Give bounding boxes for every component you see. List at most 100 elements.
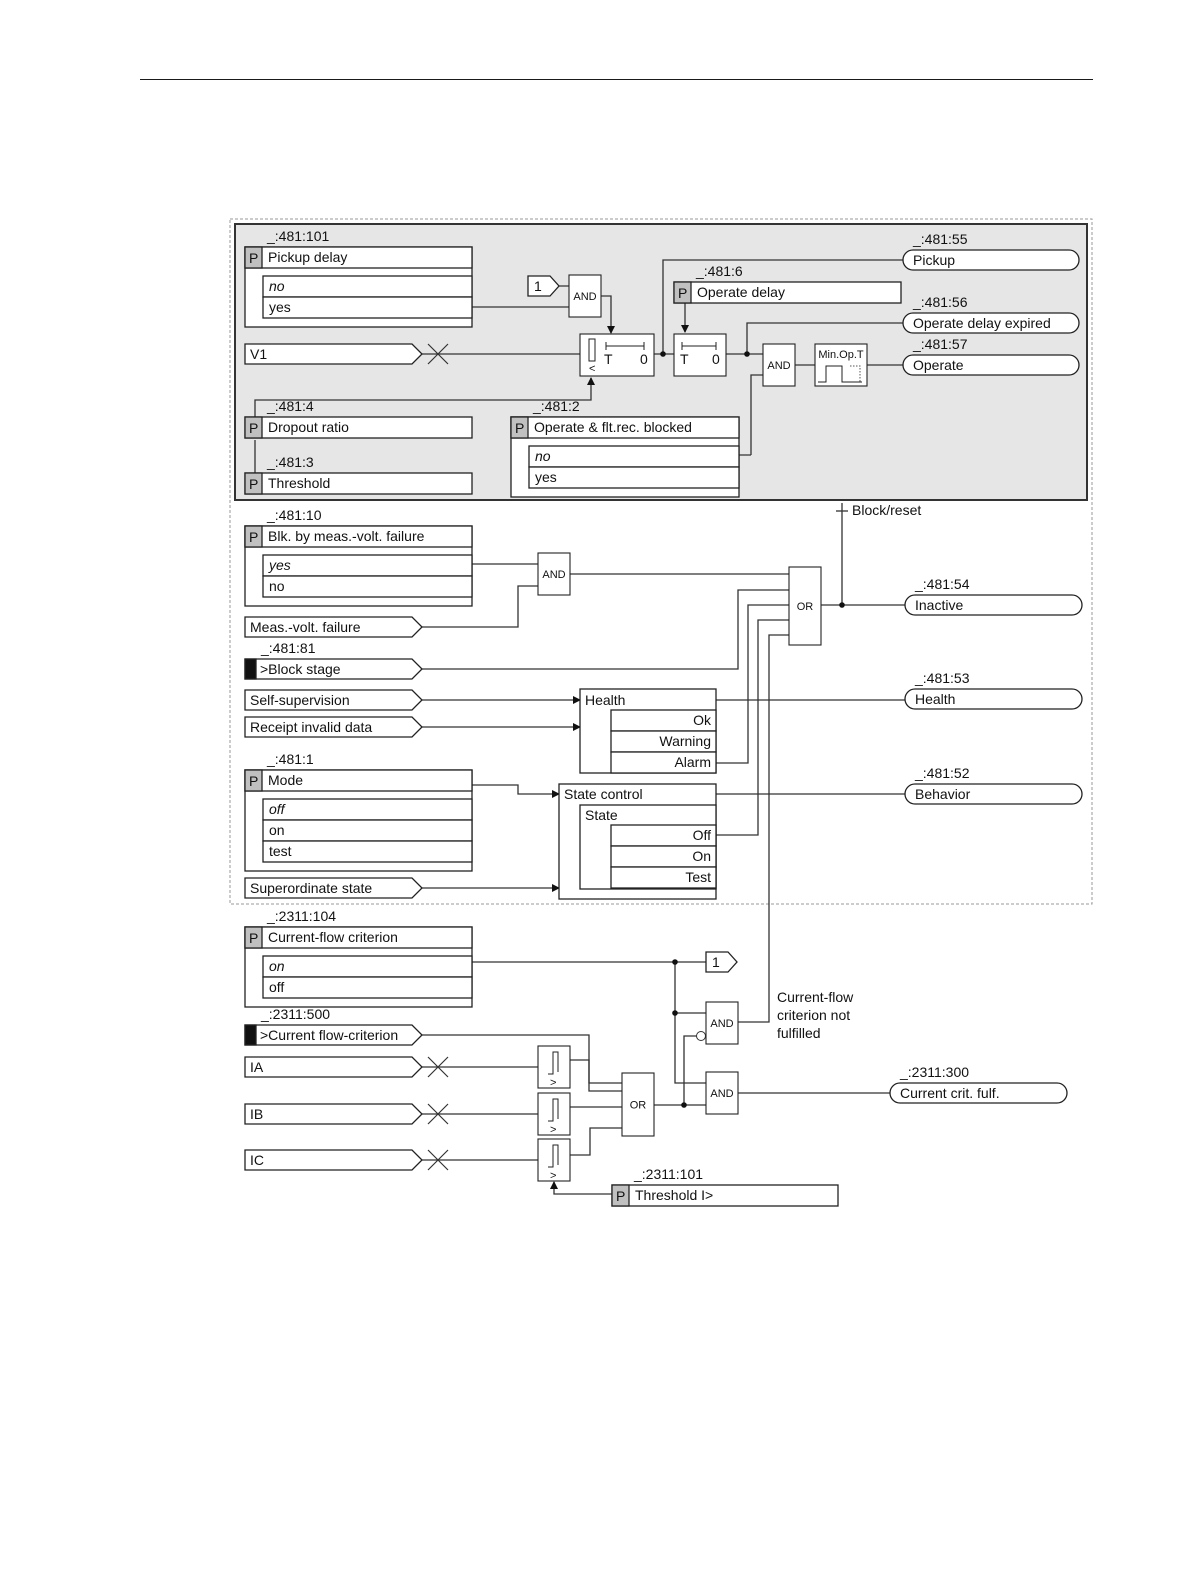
output-signal-shape bbox=[904, 783, 1083, 805]
wires bbox=[254, 259, 905, 1195]
state-control-title: State control bbox=[564, 786, 643, 802]
input-meas-volt-failure: Meas.-volt. failure bbox=[244, 616, 423, 638]
comparator-ic: > bbox=[537, 1138, 571, 1182]
comparator-sign: > bbox=[550, 1170, 556, 1182]
output-label: Behavior bbox=[915, 786, 971, 802]
threshold-icon bbox=[548, 1144, 559, 1168]
p-marker: P bbox=[515, 420, 524, 436]
address-label: _:481:6 bbox=[695, 263, 743, 279]
timer-body bbox=[673, 333, 727, 377]
timer-icon bbox=[605, 342, 645, 350]
gate-label: AND bbox=[710, 1088, 733, 1100]
gate-body bbox=[705, 1071, 739, 1115]
constant-shape bbox=[705, 951, 738, 973]
gate-body bbox=[537, 552, 571, 596]
output-signal-shape bbox=[902, 312, 1080, 334]
input-ia: IA bbox=[244, 1056, 423, 1078]
comparator-body bbox=[537, 1092, 571, 1136]
or-gate-current: OR bbox=[621, 1072, 655, 1137]
address-label: _:481:10 bbox=[266, 507, 322, 523]
state-row bbox=[610, 866, 717, 889]
param-option bbox=[262, 296, 473, 319]
input-ic: IC bbox=[244, 1149, 423, 1171]
gate-label: AND bbox=[710, 1018, 733, 1030]
input-label: Superordinate state bbox=[250, 880, 372, 896]
param-title: Pickup delay bbox=[268, 249, 347, 265]
option-text: no bbox=[535, 448, 551, 464]
input-current-flow-criterion: _:2311:500>Current flow-criterion bbox=[244, 1006, 423, 1046]
address-label: _:481:3 bbox=[266, 454, 314, 470]
binary-input-marker bbox=[244, 1024, 257, 1046]
and-gate-pickup: AND bbox=[568, 274, 602, 318]
input-signal-shape bbox=[244, 1103, 423, 1125]
input-label: IB bbox=[250, 1106, 263, 1122]
input-signal-shape bbox=[244, 343, 423, 365]
param-option bbox=[528, 445, 740, 468]
cross-marks bbox=[427, 343, 449, 1171]
param-title: Current-flow criterion bbox=[268, 929, 398, 945]
option-text: off bbox=[269, 801, 287, 817]
p-marker: P bbox=[249, 773, 258, 789]
p-marker: P bbox=[249, 930, 258, 946]
param-title: Mode bbox=[268, 772, 303, 788]
output-label: Operate delay expired bbox=[913, 315, 1051, 331]
param-mode: _:481:1P Mode off on test bbox=[244, 751, 473, 872]
option-text: yes bbox=[535, 469, 557, 485]
output-signal-shape bbox=[889, 1082, 1068, 1104]
cf-not-fulfilled-annotation: Current-flow bbox=[777, 989, 854, 1005]
or-gate-inactive: OR bbox=[788, 566, 822, 646]
constant-label: 1 bbox=[712, 954, 720, 970]
input-signal-shape bbox=[244, 616, 423, 638]
state-sub-title: State bbox=[585, 807, 618, 823]
param-title: Operate delay bbox=[697, 284, 785, 300]
address-label: _:2311:104 bbox=[266, 908, 336, 924]
constant-one: 1 bbox=[705, 951, 738, 973]
output-signal-shape bbox=[902, 354, 1080, 376]
input-v1: V1 bbox=[244, 343, 423, 365]
min-op-label: Min.Op.T bbox=[818, 349, 864, 361]
p-marker: P bbox=[249, 529, 258, 545]
param-option bbox=[262, 976, 473, 999]
health-row-label: Ok bbox=[693, 712, 712, 728]
param-p-icon bbox=[244, 416, 263, 439]
output-signal-shape bbox=[904, 688, 1083, 710]
input-signal-shape bbox=[244, 877, 423, 899]
address-label: _:481:55 bbox=[912, 231, 968, 247]
param-title: Operate & flt.rec. blocked bbox=[534, 419, 692, 435]
state-row-label: Test bbox=[685, 869, 711, 885]
constant-shape bbox=[527, 275, 560, 297]
address-label: _:481:56 bbox=[912, 294, 968, 310]
address-label: _:481:1 bbox=[266, 751, 314, 767]
output-label: Health bbox=[915, 691, 955, 707]
param-option bbox=[262, 798, 473, 821]
gate-body bbox=[705, 1001, 739, 1045]
param-p-icon bbox=[510, 416, 529, 439]
gate-label: AND bbox=[542, 569, 565, 581]
junction-dots bbox=[660, 351, 845, 1108]
input-self-supervision: Self-supervision bbox=[244, 689, 423, 711]
option-text: test bbox=[269, 843, 292, 859]
p-marker: P bbox=[616, 1188, 625, 1204]
cf-not-fulfilled-annotation: fulfilled bbox=[777, 1025, 821, 1041]
param-p-icon bbox=[244, 246, 263, 269]
input-superordinate-state: Superordinate state bbox=[244, 877, 423, 899]
param-option bbox=[528, 466, 740, 489]
address-label: _:481:2 bbox=[532, 398, 580, 414]
input-label: >Current flow-criterion bbox=[260, 1027, 398, 1043]
input-label: IA bbox=[250, 1059, 264, 1075]
option-text: on bbox=[269, 822, 285, 838]
timer-T: T bbox=[680, 351, 689, 367]
min-op-time-block: Min.Op.T bbox=[814, 343, 868, 387]
address-label: _:481:53 bbox=[914, 670, 970, 686]
output-label: Operate bbox=[913, 357, 964, 373]
gate-body bbox=[568, 274, 602, 318]
timer-body bbox=[579, 333, 655, 377]
